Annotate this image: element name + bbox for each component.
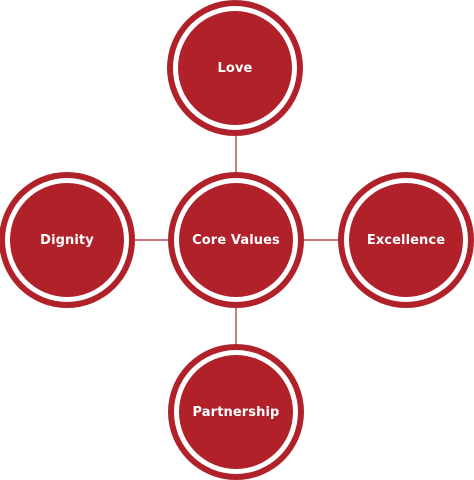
node-dignity-circle: Dignity xyxy=(10,183,124,297)
node-core-values-circle: Core Values xyxy=(179,183,293,297)
node-core-values: Core Values xyxy=(168,172,304,308)
node-dignity: Dignity xyxy=(0,172,135,308)
node-love-label: Love xyxy=(217,60,253,76)
node-core-values-label: Core Values xyxy=(192,232,280,248)
node-dignity-label: Dignity xyxy=(40,232,94,248)
node-partnership-label: Partnership xyxy=(192,404,280,420)
node-love-circle: Love xyxy=(178,11,292,125)
node-partnership: Partnership xyxy=(168,344,304,480)
node-partnership-circle: Partnership xyxy=(179,355,293,469)
node-excellence-circle: Excellence xyxy=(349,183,463,297)
node-excellence: Excellence xyxy=(338,172,474,308)
node-excellence-label: Excellence xyxy=(366,232,446,248)
node-love: Love xyxy=(167,0,303,136)
